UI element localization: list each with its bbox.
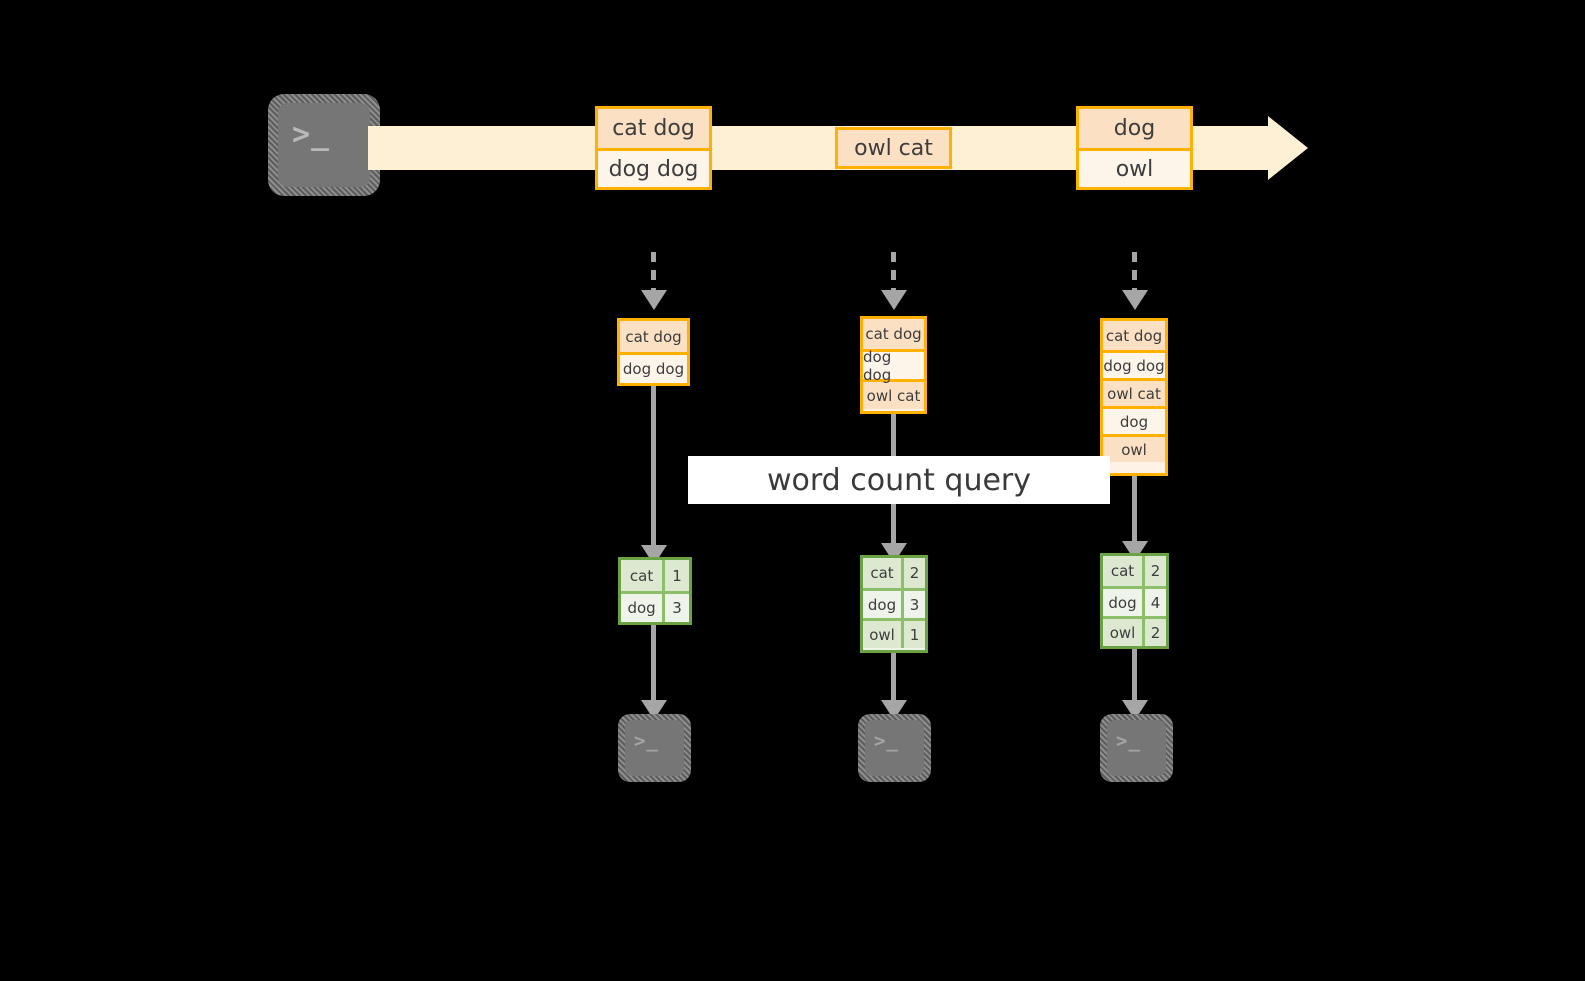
query-arrow-line [1132,476,1137,554]
stream-event-box: cat dog dog dog [595,106,712,190]
result-word-cell: cat [1103,556,1146,586]
sink-terminal[interactable]: >_ [1100,714,1173,782]
result-table-row: dog 4 [1103,586,1166,616]
stream-to-table-arrowhead [1122,290,1148,310]
input-table-row: cat dog [620,321,687,352]
result-word-cell: dog [863,591,905,618]
result-count-cell: 3 [665,594,689,622]
column-result-table: cat 2 dog 4 owl 2 [1100,553,1169,649]
column-input-table: cat dog dog dog owl cat [860,316,927,414]
stream-to-table-connector [651,252,656,294]
query-arrow-line [651,386,656,556]
result-count-cell: 2 [1145,619,1166,646]
input-table-row: dog dog [863,348,924,384]
stream-event-box: dog owl [1076,106,1193,190]
result-to-sink-line [891,653,896,713]
stream-to-table-connector [891,252,896,294]
result-count-cell: 2 [904,558,925,588]
sink-terminal[interactable]: >_ [858,714,931,782]
stream-event-line: owl [1079,148,1190,187]
input-table-row: dog dog [1103,350,1165,378]
result-table-row: cat 2 [863,558,925,588]
stream-event-line: dog dog [598,148,709,187]
query-banner: word count query [688,456,1110,504]
stream-event-line: cat dog [598,109,709,148]
result-table-row: dog 3 [863,588,925,618]
result-word-cell: dog [621,594,666,622]
input-table-row: dog dog [620,352,687,383]
stream-event-line: dog [1079,109,1190,148]
result-table-row: dog 3 [621,591,689,622]
result-word-cell: owl [863,621,905,648]
input-table-row: owl [1103,434,1165,462]
column-result-table: cat 1 dog 3 [618,557,692,625]
input-table-row: cat dog [863,319,924,349]
result-count-cell: 2 [1145,556,1166,586]
source-terminal[interactable]: >_ [268,94,380,196]
column-input-table: cat dog dog dog [617,318,690,386]
result-word-cell: dog [1103,589,1146,616]
stream-event-box: owl cat [835,127,952,169]
terminal-prompt-glyph: >_ [1116,730,1141,752]
stream-arrow-head [1268,116,1308,180]
result-table-row: owl 2 [1103,616,1166,646]
result-count-cell: 3 [904,591,925,618]
input-table-row: cat dog [1103,321,1165,350]
result-count-cell: 1 [665,560,689,591]
stream-event-line: owl cat [838,130,949,166]
result-table-row: owl 1 [863,618,925,648]
result-count-cell: 1 [904,621,925,648]
result-table-row: cat 2 [1103,556,1166,586]
terminal-prompt-glyph: >_ [634,730,659,752]
input-table-row: owl cat [863,379,924,409]
sink-terminal[interactable]: >_ [618,714,691,782]
stream-to-table-connector [1132,252,1137,294]
stream-to-table-arrowhead [881,290,907,310]
column-result-table: cat 2 dog 3 owl 1 [860,555,928,653]
result-to-sink-line [1132,649,1137,713]
result-word-cell: cat [863,558,905,588]
result-word-cell: owl [1103,619,1146,646]
terminal-body [1107,720,1166,776]
stream-to-table-arrowhead [641,290,667,310]
terminal-prompt-glyph: >_ [874,730,899,752]
terminal-body [278,103,370,187]
result-count-cell: 4 [1145,589,1166,616]
result-table-row: cat 1 [621,560,689,591]
query-banner-label: word count query [766,462,1032,498]
column-input-table: cat dog dog dog owl cat dog owl [1100,318,1168,476]
terminal-body [625,720,684,776]
result-to-sink-line [651,625,656,713]
terminal-prompt-glyph: >_ [292,117,331,152]
input-table-row: owl cat [1103,378,1165,406]
input-table-row: dog [1103,406,1165,434]
terminal-body [865,720,924,776]
result-word-cell: cat [621,560,666,591]
